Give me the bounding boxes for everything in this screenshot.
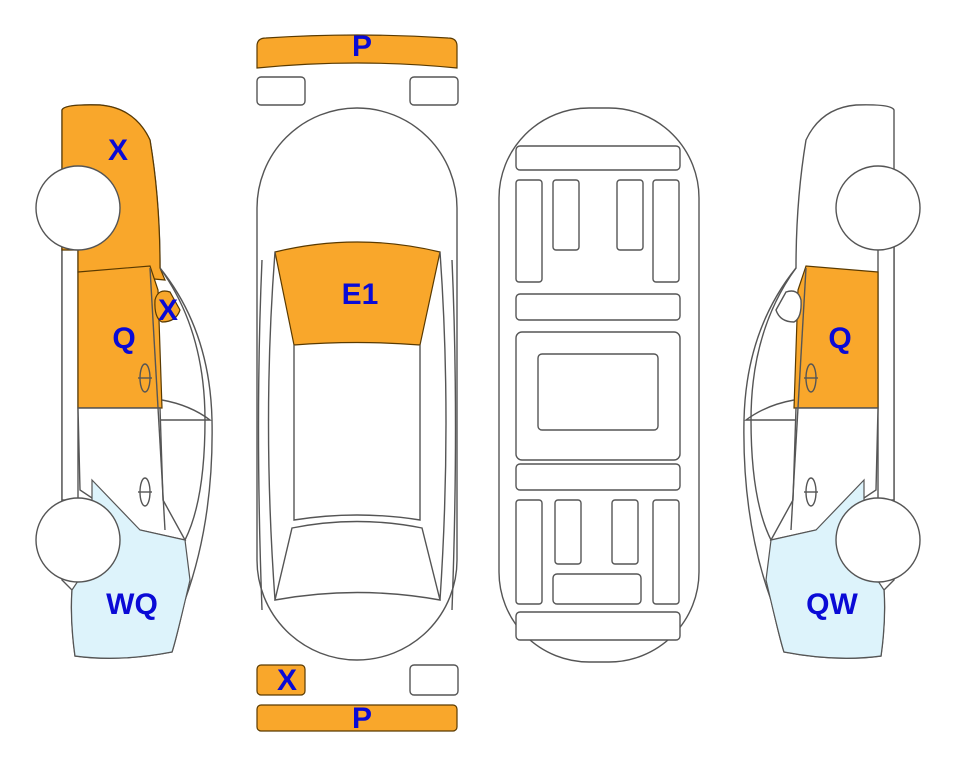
label-left-rear-quarter: WQ [106,588,158,621]
label-windshield: E1 [342,278,379,311]
right-mirror[interactable] [775,290,802,323]
left-rear-wheel[interactable] [35,497,121,583]
label-rear-left-light: X [277,664,297,697]
label-front-bumper: P [352,30,372,63]
rear-right-light[interactable] [409,664,459,696]
front-bumper-panel[interactable] [256,34,458,69]
left-side-view: X X Q WQ [35,104,213,659]
label-left-front-door: Q [112,322,135,355]
label-left-front-fender: X [108,134,128,167]
left-mirror[interactable] [154,290,181,323]
label-right-rear-quarter: QW [806,588,858,621]
front-right-light[interactable] [409,76,459,106]
front-left-light[interactable] [256,76,306,106]
label-rear-bumper: P [352,702,372,735]
underside-view [498,107,700,663]
label-right-front-door: Q [828,322,851,355]
label-left-mirror: X [158,294,178,327]
right-rear-wheel[interactable] [835,497,921,583]
rear-bumper-panel[interactable] [256,704,458,732]
right-front-wheel[interactable] [835,165,921,251]
left-front-wheel[interactable] [35,165,121,251]
rear-left-light[interactable] [256,664,306,696]
top-view: P E1 X P [256,30,459,735]
windshield-panel[interactable] [274,241,441,346]
right-side-view: Q QW [743,104,921,659]
